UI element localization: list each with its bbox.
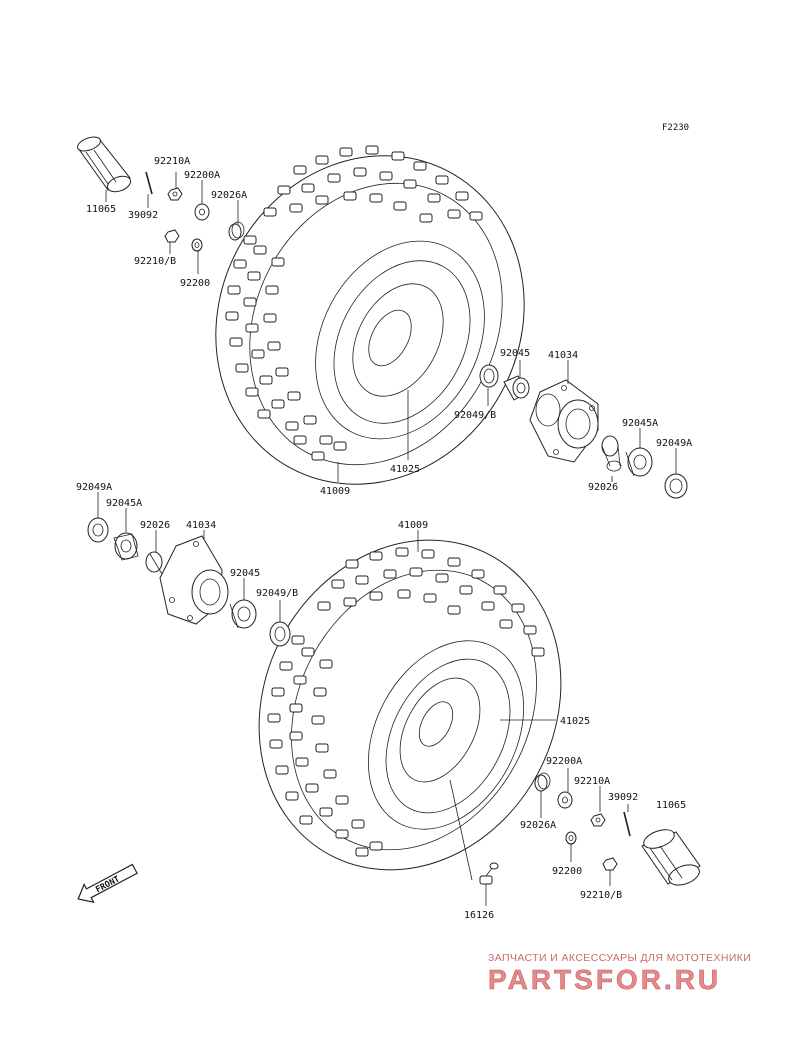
- top-hub-41034: [529, 379, 599, 463]
- label-top-92045A: 92045A: [622, 418, 658, 429]
- valve-16126: [479, 862, 499, 885]
- label-top-92210A: 92210A: [154, 156, 190, 167]
- leader-lines: [97, 172, 677, 906]
- label-top-39092: 39092: [128, 210, 158, 221]
- label-top-92049A: 92049A: [656, 438, 692, 449]
- label-top-92026: 92026: [588, 482, 618, 493]
- label-top-41034: 41034: [548, 350, 578, 361]
- label-bot-41025: 41025: [560, 716, 590, 727]
- label-bot-92049B: 92049/B: [256, 588, 298, 599]
- figure-code: F2230: [662, 123, 689, 133]
- top-rim: [315, 240, 485, 440]
- bottom-wheel-assembly: [258, 539, 562, 871]
- label-bot-16126: 16126: [464, 910, 494, 921]
- label-bot-92026: 92026: [140, 520, 170, 531]
- label-bot-39092: 39092: [608, 792, 638, 803]
- front-arrow: FRONT: [77, 863, 138, 903]
- label-bot-92210A: 92210A: [574, 776, 610, 787]
- label-bot-41034: 41034: [186, 520, 216, 531]
- label-top-92200A: 92200A: [184, 170, 220, 181]
- label-top-92210B: 92210/B: [134, 256, 176, 267]
- label-bot-41009: 41009: [398, 520, 428, 531]
- bottom-hub-parts: [87, 517, 291, 647]
- label-bot-92045: 92045: [230, 568, 260, 579]
- label-bot-92210B: 92210/B: [580, 890, 622, 901]
- label-top-41025: 41025: [390, 464, 420, 475]
- top-small-parts: [77, 136, 245, 252]
- label-bot-92200A: 92200A: [546, 756, 582, 767]
- bottom-cap-11065: [641, 829, 701, 886]
- label-top-92045: 92045: [500, 348, 530, 359]
- bottom-tire: [258, 539, 562, 871]
- label-bot-92049A: 92049A: [76, 482, 112, 493]
- label-top-11065: 11065: [86, 204, 116, 215]
- label-top-92049B: 92049/B: [454, 410, 496, 421]
- part-labels: 11065 92210A 92200A 92026A 39092 92210/B…: [76, 156, 692, 921]
- watermark-logo: PARTSFOR.RU: [488, 964, 722, 996]
- label-bot-92045A: 92045A: [106, 498, 142, 509]
- label-top-92200: 92200: [180, 278, 210, 289]
- label-bot-92200: 92200: [552, 866, 582, 877]
- bottom-rim: [367, 640, 525, 830]
- bottom-hub-41034: [159, 535, 229, 625]
- top-hub-parts: [479, 364, 688, 499]
- label-bot-11065: 11065: [656, 800, 686, 811]
- watermark-tagline: ЗАПЧАСТИ И АКСЕССУАРЫ ДЛЯ МОТОТЕХНИКИ: [488, 952, 752, 964]
- label-top-41009: 41009: [320, 486, 350, 497]
- bottom-small-parts: [479, 772, 701, 886]
- label-bot-92026A: 92026A: [520, 820, 556, 831]
- top-wheel-assembly: [215, 145, 525, 485]
- top-tire: [215, 155, 525, 485]
- top-cap-11065: [77, 136, 132, 193]
- label-top-92026A: 92026A: [211, 190, 247, 201]
